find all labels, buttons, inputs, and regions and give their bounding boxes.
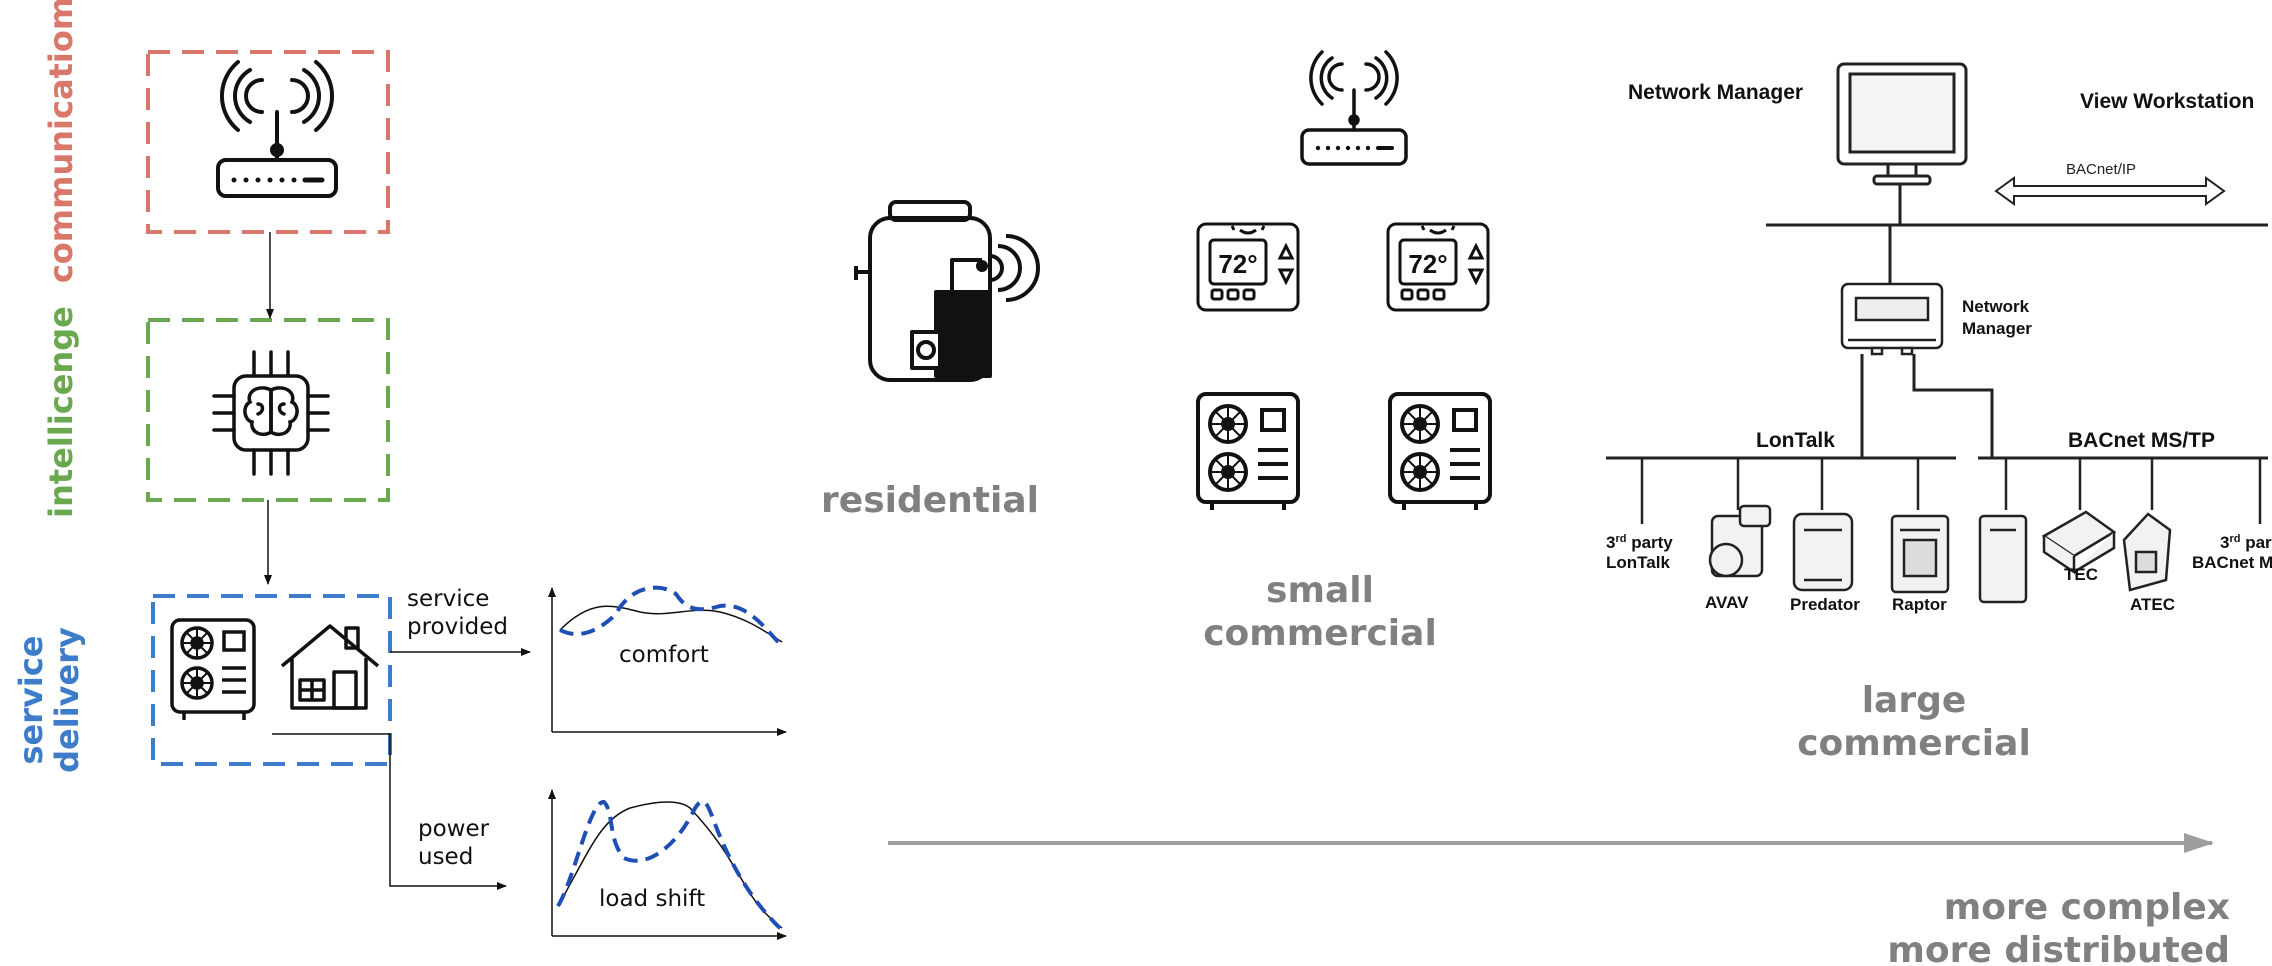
communication-layer-label: communicatiom bbox=[42, 0, 80, 283]
third-party-bacnet-label-line2: BACnet M bbox=[2192, 553, 2272, 572]
wifi-router-icon bbox=[216, 60, 338, 198]
comfort-shifted-curve bbox=[559, 585, 784, 648]
tec-label: TEC bbox=[2064, 565, 2098, 584]
network-manager-top-label: Network Manager bbox=[1628, 81, 1803, 104]
network-manager-device-label-line1: Network bbox=[1962, 297, 2030, 316]
bms-network-diagram: Network Manager View Workstation BACnet/… bbox=[1606, 62, 2272, 614]
workstation-monitor-icon bbox=[1836, 62, 1968, 186]
service-provided-label-line1: service bbox=[407, 586, 489, 612]
load-shift-plot: load shift bbox=[548, 789, 787, 940]
raptor-controller-icon bbox=[1890, 514, 1950, 594]
tec-thermostat-icon bbox=[2041, 510, 2117, 575]
tier-small-commercial-label-line2: commercial bbox=[1203, 613, 1437, 654]
network-manager-device-label-line2: Manager bbox=[1962, 319, 2032, 338]
bacnet-ip-label: BACnet/IP bbox=[2066, 161, 2136, 178]
comfort-label: comfort bbox=[619, 642, 709, 668]
thermostat-icon bbox=[1196, 222, 1300, 312]
communication-box bbox=[146, 50, 390, 234]
bacnet-ip-double-arrow bbox=[1994, 176, 2226, 206]
power-used-label-line1: power bbox=[418, 816, 490, 842]
service-delivery-layer-label-line2: delivery bbox=[48, 627, 86, 773]
thermostat-icon bbox=[1386, 222, 1490, 312]
thermostat-reading: 72° bbox=[1408, 249, 1447, 279]
tier-small-commercial-label-line1: small bbox=[1266, 570, 1374, 611]
atec-controller-icon bbox=[2122, 512, 2172, 592]
third-party-lontalk-label-line1: 3rd party bbox=[1606, 533, 1673, 552]
heat-pump-icon bbox=[1388, 392, 1492, 510]
house-icon bbox=[280, 624, 380, 710]
trend-label-line1: more complex bbox=[1944, 887, 2230, 928]
comfort-baseline-curve bbox=[559, 605, 783, 643]
tier-residential-label: residential bbox=[821, 480, 1039, 521]
lontalk-bus-label: LonTalk bbox=[1756, 429, 1835, 452]
thermostat-reading: 72° bbox=[1218, 249, 1257, 279]
intelligence-box bbox=[146, 318, 390, 502]
service-delivery-box bbox=[151, 594, 392, 766]
comfort-plot: comfort bbox=[548, 585, 787, 736]
service-provided-label-line2: provided bbox=[407, 614, 508, 640]
smart-water-heater-icon bbox=[854, 200, 1040, 382]
intelligence-layer-label: intellicenge bbox=[42, 306, 80, 518]
third-party-lontalk-label-line2: LonTalk bbox=[1606, 553, 1670, 572]
heat-pump-icon bbox=[170, 618, 256, 720]
power-used-label-line2: used bbox=[418, 844, 473, 870]
mstp-controller-icon bbox=[1978, 514, 2028, 604]
load-shifted-curve bbox=[556, 799, 784, 932]
avav-controller-icon bbox=[1708, 504, 1772, 578]
load-baseline-curve bbox=[557, 801, 783, 929]
predator-controller-icon bbox=[1792, 512, 1854, 592]
heat-pump-icon bbox=[1196, 392, 1300, 510]
atec-label: ATEC bbox=[2130, 595, 2175, 614]
bacnet-mstp-bus-label: BACnet MS/TP bbox=[2068, 429, 2215, 452]
predator-label: Predator bbox=[1790, 595, 1860, 614]
load-shift-label: load shift bbox=[599, 886, 705, 912]
view-workstation-label: View Workstation bbox=[2080, 90, 2254, 113]
service-delivery-layer-label-line1: service bbox=[12, 635, 50, 764]
tier-large-commercial-label-line2: commercial bbox=[1797, 723, 2031, 764]
third-party-bacnet-label-line1: 3rd par bbox=[2220, 533, 2272, 552]
ai-chip-brain-icon bbox=[212, 350, 330, 476]
avav-label: AVAV bbox=[1705, 593, 1749, 612]
tier-large-commercial-label-line1: large bbox=[1862, 680, 1967, 721]
power-output-line bbox=[272, 733, 507, 890]
trend-label-line2: more distributed bbox=[1887, 930, 2230, 966]
small-commercial-router-icon bbox=[1300, 50, 1408, 166]
network-manager-device-icon bbox=[1840, 282, 1944, 356]
raptor-label: Raptor bbox=[1892, 595, 1947, 614]
